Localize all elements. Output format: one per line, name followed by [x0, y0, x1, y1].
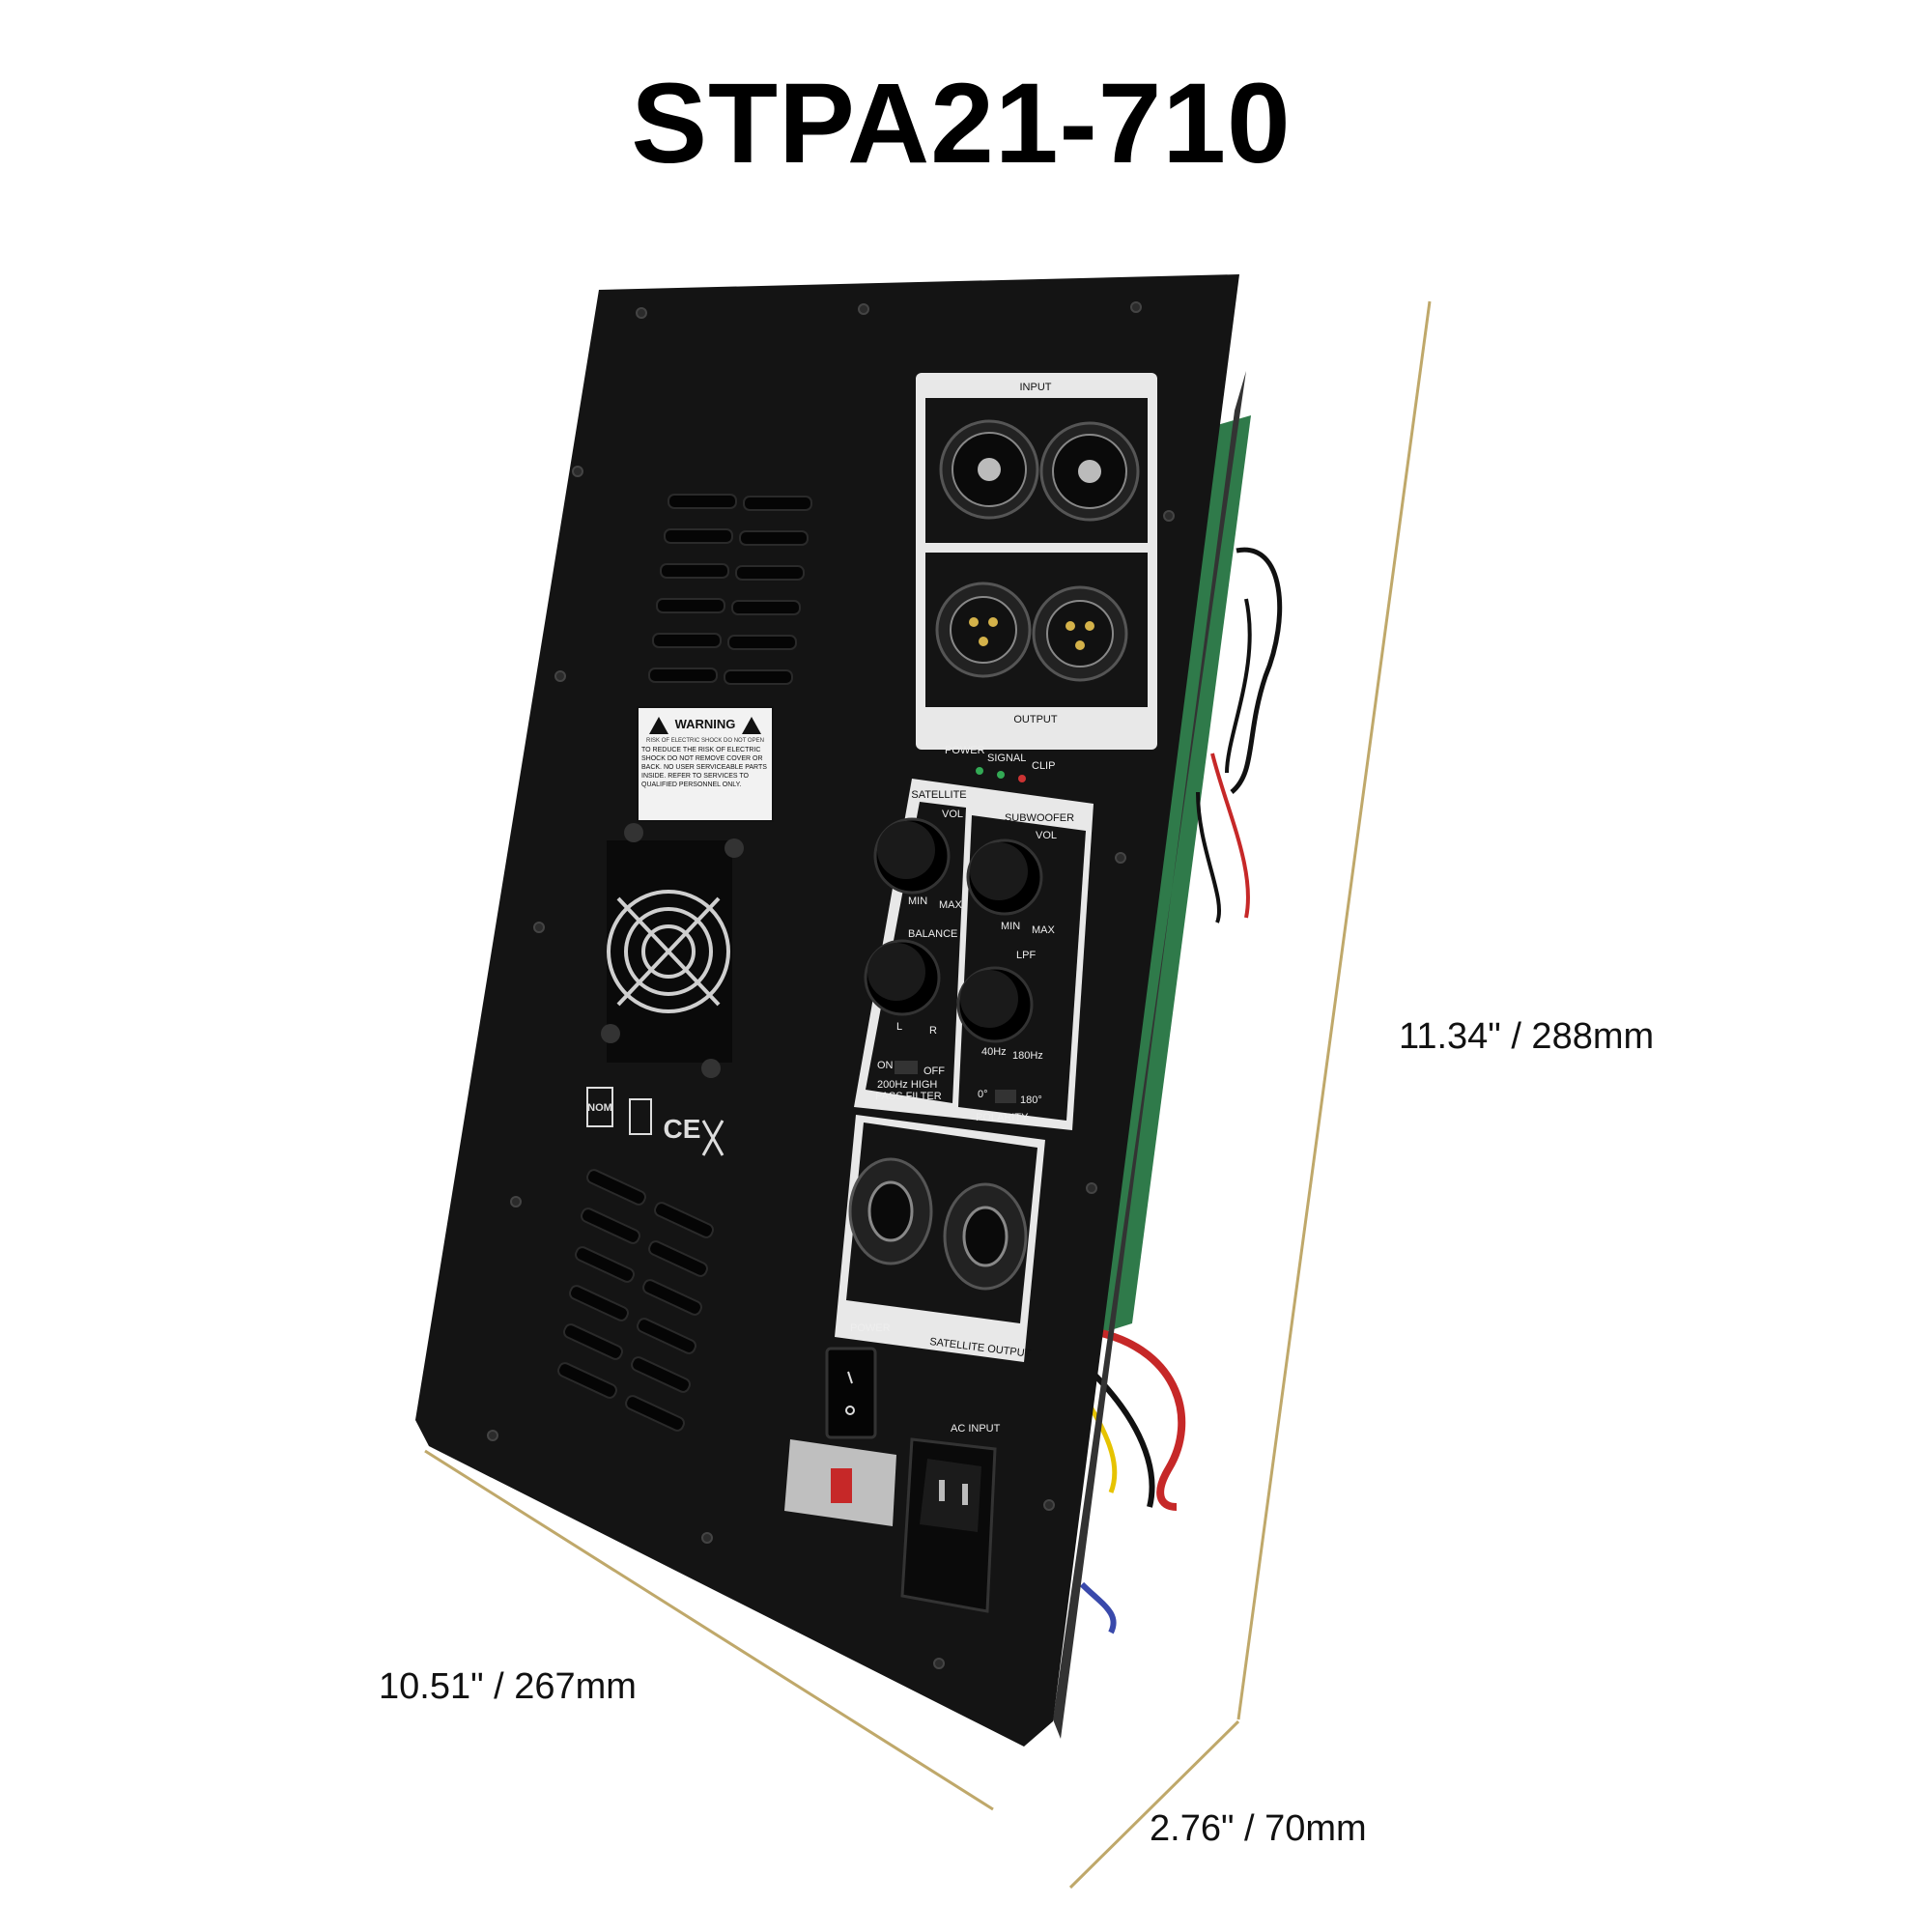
- sat-min-label: MIN: [908, 895, 927, 907]
- power-rocker-switch[interactable]: [825, 1347, 877, 1439]
- polarity-label: POLARITY: [976, 1112, 1029, 1123]
- combo-jack-right[interactable]: [1039, 421, 1140, 522]
- depth-dimension-label: 2.76" / 70mm: [1150, 1808, 1367, 1849]
- lpf-knob[interactable]: [956, 966, 1034, 1043]
- vent-slots-upper: [648, 494, 812, 685]
- subwoofer-label: SUBWOOFER: [1005, 812, 1074, 824]
- depth-dimension-line: [1068, 1719, 1240, 1889]
- ce-mark: CE: [664, 1114, 701, 1144]
- balance-label: BALANCE: [908, 928, 957, 940]
- balance-l-label: L: [896, 1021, 902, 1033]
- sat-vol-label: VOL: [942, 809, 963, 820]
- control-plate: SATELLITE SUBWOOFER VOL VOL MIN MAX MIN …: [854, 779, 1094, 1130]
- lpf-40hz-label: 40Hz: [981, 1046, 1007, 1058]
- hpf-switch[interactable]: [895, 1061, 918, 1074]
- sub-max-label: MAX: [1032, 924, 1056, 936]
- dimension-lines: [424, 300, 1432, 1889]
- polarity-180-label: 180°: [1020, 1094, 1042, 1106]
- panel-screws: [487, 301, 1175, 1669]
- polarity-0-label: 0°: [978, 1089, 988, 1100]
- ac-input-label: AC INPUT: [951, 1423, 1001, 1435]
- pcb-board: [1079, 415, 1283, 1634]
- sub-vol-label: VOL: [1036, 830, 1057, 841]
- hpf-line1-label: 200Hz HIGH: [877, 1079, 937, 1091]
- power-section: POWER AC INPUT: [784, 1322, 1001, 1613]
- width-dimension-line: [424, 1449, 994, 1811]
- warning-label: WARNING RISK OF ELECTRIC SHOCK DO NOT OP…: [637, 706, 774, 822]
- nom-mark: NOM: [587, 1102, 612, 1114]
- warning-body: TO REDUCE THE RISK OF ELECTRIC SHOCK DO …: [641, 747, 767, 788]
- balance-knob[interactable]: [864, 939, 941, 1016]
- cooling-fan: [601, 823, 744, 1078]
- hpf-off-label: OFF: [923, 1065, 945, 1077]
- satellite-volume-knob[interactable]: [873, 817, 951, 895]
- vent-slots-lower: [557, 1169, 714, 1432]
- power-switch-label: POWER: [850, 1322, 891, 1334]
- lpf-label: LPF: [1016, 950, 1036, 961]
- width-dimension-label: 10.51" / 267mm: [379, 1666, 637, 1707]
- output-label: OUTPUT: [1013, 714, 1058, 725]
- satellite-label: SATELLITE: [911, 789, 966, 801]
- warning-subtitle: RISK OF ELECTRIC SHOCK DO NOT OPEN: [646, 738, 764, 744]
- speakon-left[interactable]: [848, 1157, 933, 1265]
- speakon-right[interactable]: [943, 1182, 1028, 1291]
- balance-r-label: R: [929, 1025, 937, 1037]
- hpf-line2-label: PASS FILTER: [875, 1091, 942, 1102]
- xlr-out-right[interactable]: [1032, 585, 1128, 682]
- io-connector-plate: INPUT OUTPUT: [916, 373, 1157, 750]
- certification-marks: NOM CE: [586, 1087, 724, 1156]
- combo-jack-left[interactable]: [939, 419, 1039, 520]
- led-clip-label: CLIP: [1032, 760, 1055, 772]
- ac-inlet-socket[interactable]: [900, 1437, 997, 1613]
- height-dimension-line: [1236, 300, 1432, 1720]
- input-label: INPUT: [1020, 382, 1052, 393]
- lpf-180hz-label: 180Hz: [1012, 1050, 1043, 1062]
- hpf-on-label: ON: [877, 1060, 894, 1071]
- led-power-label: POWER: [945, 745, 985, 756]
- polarity-switch[interactable]: [995, 1090, 1016, 1103]
- product-title: STPA21-710: [631, 60, 1292, 187]
- status-leds: POWER SIGNAL CLIP: [945, 745, 1055, 782]
- satellite-output-plate: SATELLITE OUTPUT L R: [835, 1115, 1045, 1362]
- height-dimension-label: 11.34" / 288mm: [1399, 1016, 1655, 1057]
- xlr-out-left[interactable]: [935, 582, 1032, 678]
- voltage-selector[interactable]: [784, 1439, 896, 1526]
- sat-max-label: MAX: [939, 899, 963, 911]
- sub-min-label: MIN: [1001, 921, 1020, 932]
- led-signal-label: SIGNAL: [987, 753, 1026, 764]
- subwoofer-volume-knob[interactable]: [966, 838, 1043, 916]
- warning-title: WARNING: [675, 717, 736, 731]
